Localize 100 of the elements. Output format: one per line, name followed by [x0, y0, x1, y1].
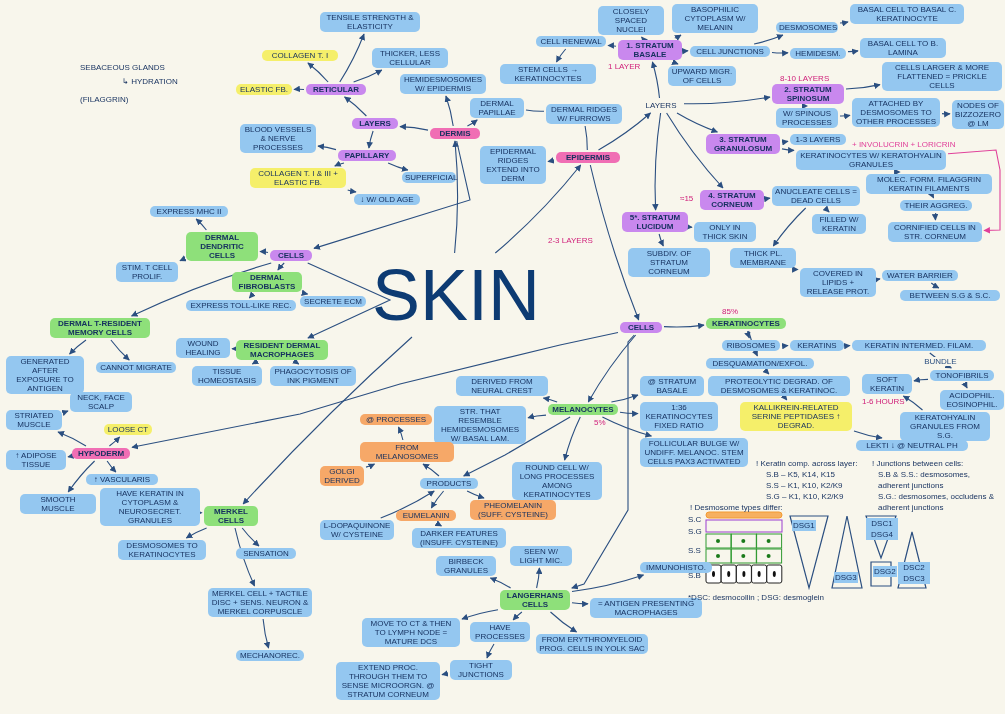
note-bubble: LEKTI ↓ @ NEUTRAL PH — [856, 440, 968, 451]
arrow — [259, 248, 269, 255]
note-bubble: DERIVED FROM NEURAL CREST — [456, 376, 548, 396]
arrow — [839, 113, 851, 120]
note-bubble: SMOOTH MUSCLE — [20, 494, 96, 514]
note-text: DSC1 DSG4 — [866, 518, 898, 540]
arrow — [666, 112, 724, 189]
arrow — [108, 436, 121, 447]
arrow — [839, 20, 849, 27]
note-bubble: TISSUE HOMEOSTASIS — [192, 366, 262, 386]
note-bubble: IMMUNOHISTO. — [640, 562, 712, 573]
arrow — [293, 85, 305, 93]
note-bubble: PROTEOLYTIC DEGRAD. OF DESMOSOMES & KERATINOC. — [708, 376, 850, 396]
arrow — [366, 130, 374, 149]
note-bubble: FROM ERYTHROMYELOID PROG. CELLS IN YOLK SAC — [536, 634, 648, 654]
highlight-bubble: COLLAGEN T. I — [262, 50, 338, 61]
arrow — [676, 112, 718, 134]
arrow — [441, 670, 449, 677]
highlight-bubble: EUMELANIN — [396, 510, 456, 521]
note-text: S.B — [688, 570, 701, 581]
arrow — [466, 490, 485, 500]
note-bubble: BLOOD VESSELS & NERVE PROCESSES — [240, 124, 316, 153]
note-text: ↳ HYDRATION — [122, 76, 178, 87]
note-bubble: ATTACHED BY DESMOSOMES TO OTHER PROCESSES — [852, 98, 940, 127]
arrow — [434, 520, 442, 527]
arrow — [106, 460, 117, 473]
note-bubble: CLOSELY SPACED NUCLEI — [598, 6, 664, 35]
arrow — [589, 164, 640, 321]
highlight-bubble: PHEOMELANIN (SUFF. CYSTEINE) — [470, 500, 556, 520]
note-bubble: TIGHT JUNCTIONS — [450, 660, 512, 680]
arrow — [399, 123, 429, 131]
topic-bubble: LAYERS — [352, 118, 398, 129]
note-bubble: ↑ VASCULARIS — [86, 474, 158, 485]
arrow — [961, 381, 968, 389]
arrow — [334, 160, 345, 167]
arrow — [131, 262, 272, 317]
arrow — [387, 162, 409, 172]
note-bubble: GENERATED AFTER EXPOSURE TO ANTIGEN — [6, 356, 84, 394]
arrow — [931, 212, 939, 221]
note-bubble: ROUND CELL W/ LONG PROCESSES AMONG KERATINOCYTES — [512, 462, 602, 500]
note-text: DSC2 DSC3 — [898, 562, 930, 584]
layer-count-note: 1 LAYER — [608, 62, 641, 71]
note-bubble: SOFT KERATIN — [862, 374, 912, 394]
arrow — [241, 527, 260, 547]
arrow — [652, 112, 662, 211]
note-text: S.S — [688, 545, 701, 556]
arrow — [822, 205, 830, 213]
edge-label: + INVOLUCRIN + LORICRIN — [850, 140, 958, 149]
note-text: DSG2 — [873, 566, 897, 577]
arrow — [179, 255, 187, 262]
note-bubble: THEIR AGGREG. — [900, 200, 972, 211]
note-bubble: DESQUAMATION/EXFOL. — [706, 358, 814, 369]
note-bubble: MECHANOREC. — [236, 650, 304, 661]
arrow — [430, 490, 445, 509]
note-bubble: KERATOHYALIN GRANULES FROM S.G. — [900, 412, 990, 441]
topic-bubble: 1. STRATUM BASALE — [618, 40, 682, 60]
main-topic-bubble: HYPODERM — [72, 448, 130, 459]
main-topic-bubble: EPIDERMIS — [556, 152, 620, 163]
arrow — [781, 138, 789, 146]
note-text: DSG3 — [834, 572, 858, 583]
note-bubble: COVERED IN LIPIDS + RELEASE PROT. — [800, 268, 876, 297]
arrow — [201, 512, 203, 514]
note-bubble: L-DOPAQUINONE W/ CYSTEINE — [320, 520, 394, 540]
note-text: DSG1 — [792, 520, 816, 531]
layer-count-note: ≈15 — [680, 194, 694, 203]
main-topic-bubble: DERMIS — [430, 128, 480, 139]
note-bubble: WATER BARRIER — [882, 270, 958, 281]
note-bubble: SECRETE ECM — [300, 296, 366, 307]
arrow — [231, 345, 238, 352]
topic-bubble: CELLS — [270, 250, 312, 261]
arrow — [422, 463, 440, 477]
arrow — [489, 577, 512, 589]
note-bubble: HEMIDESM. — [790, 48, 846, 59]
arrow — [397, 426, 404, 441]
arrow — [771, 49, 789, 57]
arrow — [339, 33, 365, 83]
arrow — [571, 600, 589, 608]
arrow — [597, 112, 652, 151]
arrow — [772, 207, 807, 247]
arrow — [853, 430, 883, 441]
arrow — [681, 47, 689, 55]
arrow — [762, 367, 770, 375]
arrow — [941, 110, 951, 118]
cell-type-bubble: MERKEL CELLS — [204, 506, 258, 526]
highlight-bubble: FROM MELANOSOMES — [360, 442, 454, 462]
arrow — [663, 322, 705, 330]
arrow — [527, 413, 547, 420]
arrow — [781, 146, 795, 154]
note-bubble: STIM. T CELL PROLIF. — [116, 262, 178, 282]
center-title: SKIN — [372, 255, 537, 335]
arrow — [763, 195, 771, 203]
arrow — [601, 416, 653, 438]
note-bubble: WOUND HEALING — [176, 338, 230, 358]
arrow — [317, 143, 337, 151]
note-bubble: 1:36 KERATINOCYTES FIXED RATIO — [640, 402, 718, 431]
arrow — [67, 460, 96, 493]
arrow — [571, 334, 635, 590]
arrow — [110, 339, 130, 361]
note-bubble: @ STRATUM BASALE — [640, 376, 704, 396]
arrow — [947, 149, 1001, 234]
